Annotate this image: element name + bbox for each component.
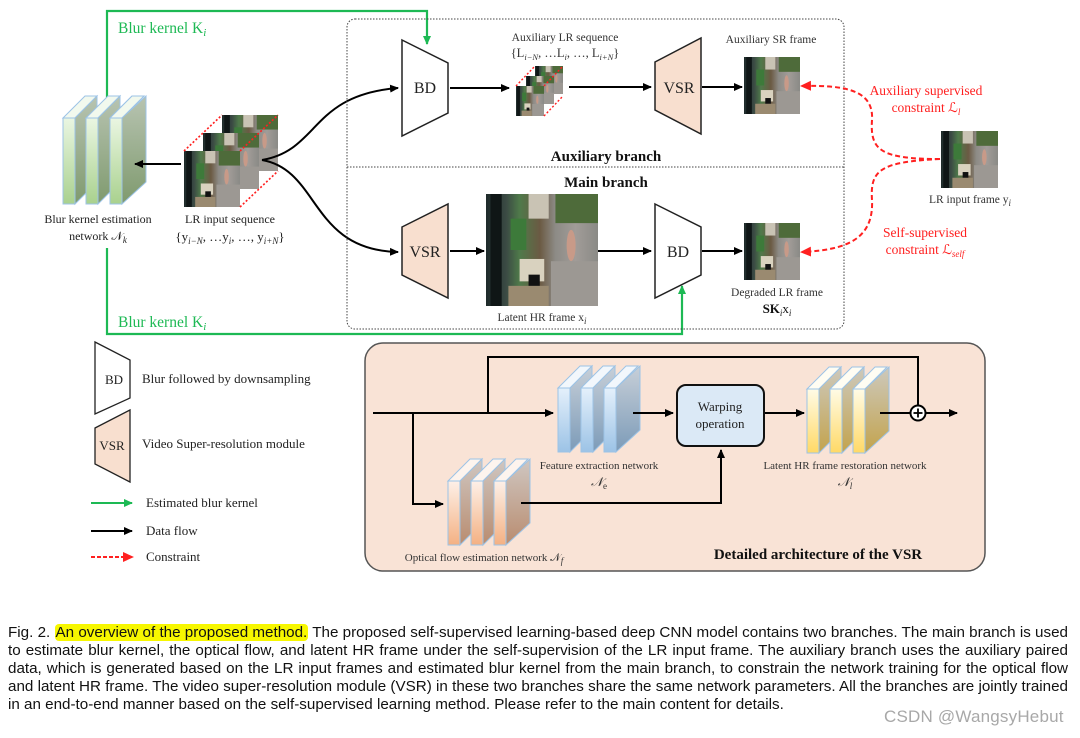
aux-bd-label: BD <box>414 80 436 97</box>
main-vsr-block <box>401 202 449 300</box>
vsr-detail-panel: Feature extraction network 𝒩e Warping op… <box>364 342 986 572</box>
legend-vsr-desc: Video Super-resolution module <box>142 436 305 451</box>
lr-input-frame-image <box>941 131 998 188</box>
caption-fig-label: Fig. 2. <box>8 624 51 641</box>
caption-highlight: An overview of the proposed method. <box>54 624 309 641</box>
aux-branch-title: Auxiliary branch <box>551 149 662 165</box>
warping-line2: operation <box>695 416 745 431</box>
legend-black-desc: Data flow <box>146 523 198 538</box>
feature-extraction-network <box>556 364 641 454</box>
self-constraint-label-line2: constraint ℒself <box>886 242 966 259</box>
lr-input-sequence-stack <box>183 114 279 208</box>
blur-estimation-label-line1: Blur kernel estimation <box>44 212 151 226</box>
method-overview-diagram: Blur kernel Ki Blur kernel Ki Blur kerne… <box>44 9 1012 572</box>
aux-vsr-block <box>654 36 702 136</box>
aux-sr-frame-image <box>744 57 800 114</box>
legend-bd-symbol <box>94 340 131 416</box>
main-bd-block <box>654 202 702 300</box>
aux-lr-sequence-stack <box>515 65 564 117</box>
self-constraint-label-line1: Self-supervised <box>883 225 967 240</box>
optical-flow-estimation-network <box>446 457 531 547</box>
legend-bd-label: BD <box>105 372 123 387</box>
lr-input-sequence-set: {yi−N, …yi, …, yi+N} <box>175 229 284 246</box>
legend-vsr-symbol <box>94 408 131 484</box>
blur-kernel-estimation-network <box>61 94 147 206</box>
blur-kernel-top-label: Blur kernel Ki <box>118 20 206 39</box>
warping-line1: Warping <box>698 399 743 414</box>
vsr-detail-title: Detailed architecture of the VSR <box>714 547 922 563</box>
feature-net-label: Feature extraction network <box>540 460 659 472</box>
main-branch-title: Main branch <box>564 175 648 191</box>
aux-lr-sequence-set: {Li−N, …Li, …, Li+N} <box>511 46 620 62</box>
main-bd-label: BD <box>667 244 689 261</box>
aux-lr-sequence-title: Auxiliary LR sequence <box>512 32 619 44</box>
legend-vsr-label: VSR <box>99 438 125 453</box>
aux-vsr-label: VSR <box>663 80 694 97</box>
restoration-net-label: Latent HR frame restoration network <box>763 460 927 472</box>
aux-bd-block <box>401 38 449 138</box>
legend-bd-desc: Blur followed by downsampling <box>142 371 311 386</box>
blur-kernel-flow-bottom <box>105 248 686 336</box>
self-constraint-arrow <box>800 158 941 257</box>
degraded-lr-frame-formula: SKixi <box>763 301 792 318</box>
lr-input-frame-label: LR input frame yi <box>929 194 1012 208</box>
main-vsr-label: VSR <box>409 244 440 261</box>
watermark: CSDN @WangsyHebut <box>884 707 1064 726</box>
legend: BD Blur followed by downsampling VSR Vid… <box>91 340 311 564</box>
latent-hr-frame-label: Latent HR frame xi <box>497 312 587 326</box>
caption-body: The proposed self-supervised learning-ba… <box>8 624 1068 713</box>
aux-constraint-label-line2: constraint ℒl <box>892 100 961 117</box>
data-flow-to-aux-bd <box>261 84 399 161</box>
degraded-lr-frame-label: Degraded LR frame <box>731 287 823 299</box>
blur-kernel-flow-top <box>105 9 431 118</box>
degraded-lr-frame-image <box>744 223 800 280</box>
lr-input-sequence-title: LR input sequence <box>185 212 275 226</box>
blur-kernel-bottom-label: Blur kernel Ki <box>118 314 206 333</box>
warping-operation-block <box>676 384 765 447</box>
latent-hr-restoration-network <box>805 365 890 455</box>
aux-sr-frame-label: Auxiliary SR frame <box>726 34 817 46</box>
branches-frame <box>346 18 845 330</box>
legend-red-desc: Constraint <box>146 549 201 564</box>
optical-flow-net-label: Optical flow estimation network 𝒩f <box>405 552 565 566</box>
latent-hr-frame-image <box>486 194 598 306</box>
data-flow-to-main-vsr <box>261 159 399 256</box>
legend-green-desc: Estimated blur kernel <box>146 495 258 510</box>
figure-caption: Fig. 2. An overview of the proposed meth… <box>8 624 1068 714</box>
aux-constraint-label-line1: Auxiliary supervised <box>870 83 983 98</box>
aux-constraint-arrow <box>800 80 941 160</box>
blur-estimation-label-line2: network 𝒩k <box>69 229 128 245</box>
